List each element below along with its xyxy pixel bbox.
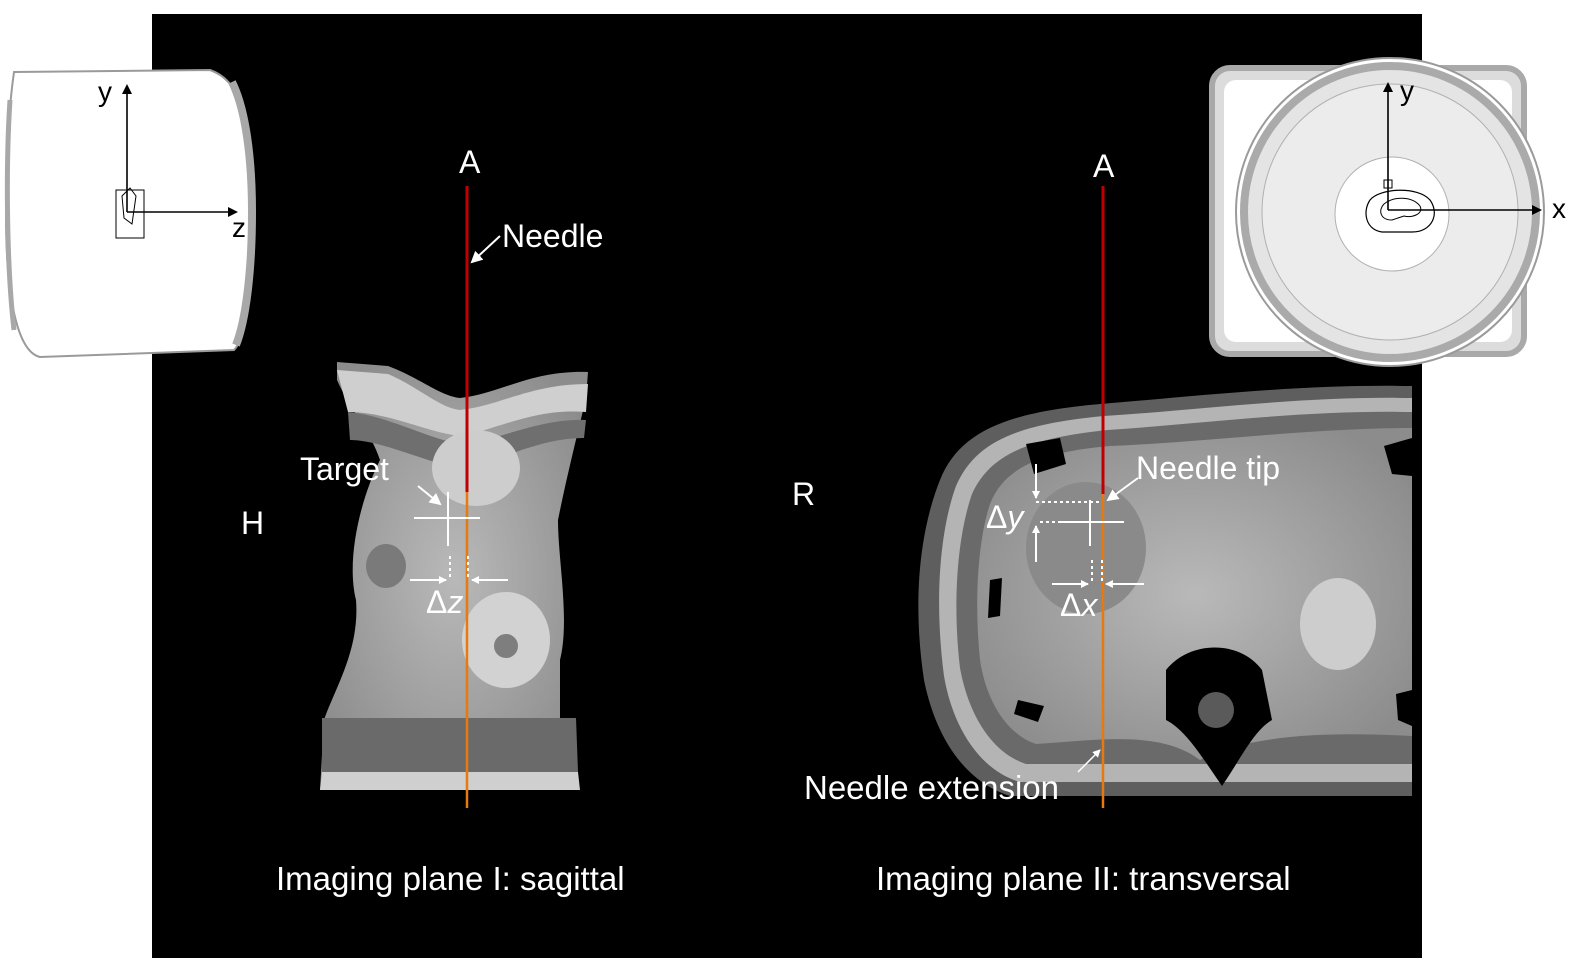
inset-side-view: y z	[6, 70, 254, 357]
sagittal-caption: Imaging plane I: sagittal	[276, 860, 625, 897]
needle-tip-label: Needle tip	[1136, 450, 1280, 486]
delta-y-label: Δy	[986, 499, 1025, 535]
transversal-scan	[918, 386, 1412, 796]
inset-right-y-label: y	[1400, 75, 1414, 106]
inset-left-y-label: y	[98, 76, 112, 107]
inset-left-z-label: z	[232, 212, 246, 243]
inset-right-x-label: x	[1552, 193, 1566, 224]
delta-x-label: Δx	[1060, 587, 1098, 623]
target-label: Target	[300, 451, 389, 487]
sagittal-scan	[320, 362, 588, 790]
nttt-label: NTTT: 9.0mm	[1190, 18, 1384, 54]
transversal-caption: Imaging plane II: transversal	[876, 860, 1291, 897]
needle-label: Needle	[502, 218, 603, 254]
sagittal-orientation-label: H	[241, 505, 264, 541]
needle-extension-label: Needle extension	[804, 769, 1059, 806]
delta-z-label: Δz	[426, 584, 463, 620]
transversal-orientation-label: R	[792, 476, 815, 512]
inset-axial-view: y x	[1212, 58, 1566, 366]
sagittal-anterior-label: A	[459, 144, 481, 180]
transversal-anterior-label: A	[1093, 148, 1115, 184]
